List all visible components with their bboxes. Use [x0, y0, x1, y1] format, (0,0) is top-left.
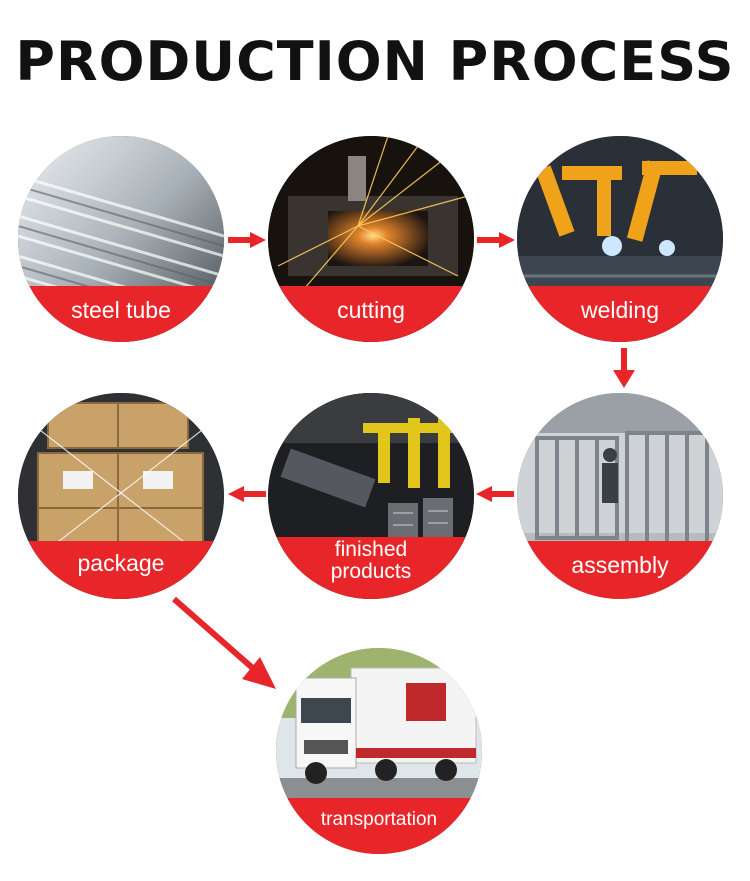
step-label-line1: finished — [334, 538, 408, 561]
arrow-left-icon — [228, 486, 266, 502]
step-label: assembly — [571, 552, 669, 578]
arrow-right-icon — [477, 232, 515, 248]
arrow-diagonal-icon — [172, 596, 276, 689]
step-label-band: steel tube — [18, 286, 224, 342]
step-package: package — [18, 393, 224, 599]
step-label-band: finished products — [268, 537, 474, 599]
step-label: welding — [581, 297, 659, 323]
step-welding: welding — [517, 136, 723, 342]
page-title: PRODUCTION PROCESS — [15, 30, 735, 93]
step-label-band: welding — [517, 286, 723, 342]
step-transportation: transportation — [276, 648, 482, 854]
arrow-right-icon — [228, 232, 266, 248]
step-label-band: transportation — [276, 798, 482, 854]
arrow-left-icon — [476, 486, 514, 502]
step-label: transportation — [320, 809, 438, 830]
step-assembly: assembly — [517, 393, 723, 599]
step-label-band: cutting — [268, 286, 474, 342]
step-label: steel tube — [71, 297, 171, 323]
step-cutting: cutting — [268, 136, 474, 342]
step-label-band: assembly — [517, 541, 723, 599]
arrow-down-icon — [613, 348, 635, 388]
step-label-band: package — [18, 541, 224, 599]
step-label-line2: products — [330, 560, 412, 583]
step-steel-tube: steel tube — [18, 136, 224, 342]
step-finished-products: finished products — [268, 393, 474, 599]
step-label: cutting — [337, 297, 405, 323]
step-label: package — [77, 550, 165, 576]
